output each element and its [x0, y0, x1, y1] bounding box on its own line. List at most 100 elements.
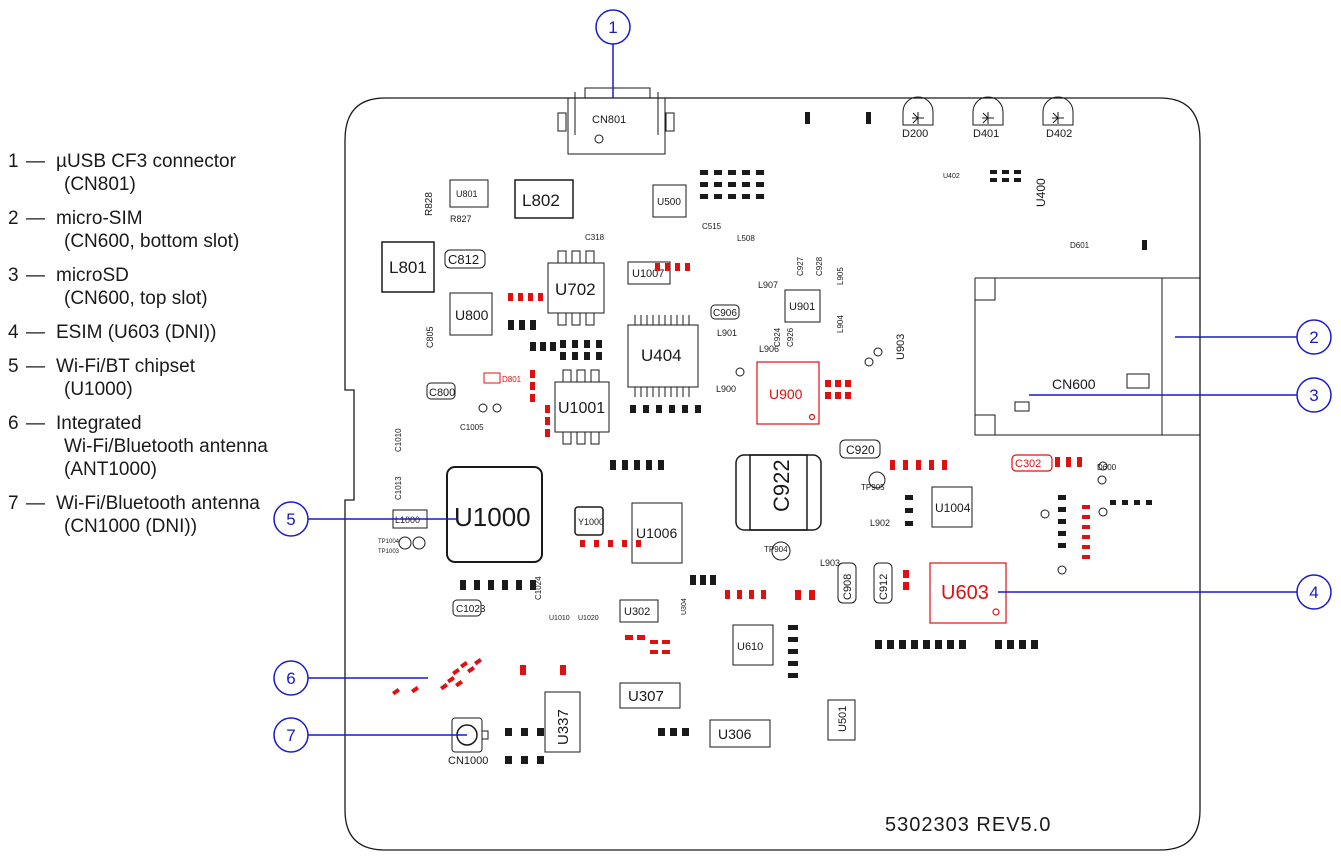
smd-pad	[474, 580, 480, 590]
sim-sd-holder-cn600	[974, 277, 1200, 436]
label-l508: L508	[737, 234, 755, 243]
smd-pad	[584, 340, 590, 348]
smd-pad	[1110, 500, 1116, 505]
callout-number-4: 4	[1309, 583, 1318, 602]
smd-pad	[903, 460, 908, 470]
legend-line: (CN1000 (DNI))	[64, 516, 198, 537]
legend-line: (ANT1000)	[64, 459, 157, 480]
test-point	[1040, 509, 1050, 519]
callout-number-2: 2	[1309, 328, 1318, 347]
smd-pad	[584, 352, 590, 360]
label-u800: U800	[455, 307, 489, 323]
smd-pad	[700, 182, 708, 187]
smd-pad	[650, 640, 658, 644]
label-l1000: L1000	[395, 515, 420, 525]
smd-pad	[516, 580, 522, 590]
label-u337: U337	[555, 709, 572, 745]
smd-pad	[1007, 640, 1014, 649]
smd-pad	[714, 182, 722, 187]
chip-u404	[627, 324, 699, 388]
smd-pad	[1019, 640, 1026, 649]
smd-pad	[572, 352, 578, 360]
legend-line: (CN801)	[64, 174, 136, 195]
smd-pad	[1082, 515, 1090, 519]
legend-line: Integrated	[56, 413, 142, 434]
diode-d801	[483, 372, 501, 384]
smd-pad	[545, 405, 550, 413]
smd-pad	[788, 625, 798, 630]
antenna-element	[392, 687, 401, 696]
legend-line: Wi-Fi/Bluetooth antenna	[56, 493, 260, 514]
test-point	[492, 403, 502, 413]
label-c1024: C1024	[534, 576, 543, 600]
smd-pad	[890, 460, 895, 470]
label-l904: L904	[836, 315, 845, 333]
antenna-element	[460, 660, 469, 669]
legend-dash: —	[26, 208, 45, 229]
smd-pad	[508, 293, 513, 301]
legend-number: 2	[8, 208, 19, 229]
smd-pad	[560, 340, 566, 348]
smd-pad	[728, 170, 736, 175]
smd-pad	[905, 521, 913, 526]
label-u610: U610	[737, 641, 763, 653]
antenna-element	[440, 682, 449, 691]
smd-pad	[596, 340, 602, 348]
legend: 1—µUSB CF3 connector(CN801)2—micro-SIM(C…	[8, 150, 338, 549]
smd-pad	[756, 194, 764, 199]
smd-pad	[488, 580, 494, 590]
smd-pad	[508, 320, 514, 330]
smd-pad	[929, 460, 934, 470]
label-u1004: U1004	[935, 501, 971, 515]
smd-pad	[947, 640, 954, 649]
legend-number: 6	[8, 413, 19, 434]
smd-pad	[905, 495, 913, 500]
smd-pad	[505, 728, 512, 736]
legend-dash: —	[26, 322, 45, 343]
led-d200	[902, 96, 934, 126]
chip-u1006	[631, 502, 683, 564]
test-point	[864, 357, 874, 367]
label-r828: R828	[424, 192, 435, 216]
callout-circle-7	[273, 717, 309, 753]
label-c800: C800	[429, 387, 455, 399]
led-d402	[1042, 96, 1074, 126]
smd-pad	[560, 665, 566, 675]
legend-line: Wi-Fi/Bluetooth antenna	[64, 436, 268, 457]
legend-dash: —	[26, 151, 45, 172]
label-cn1000: CN1000	[448, 755, 488, 767]
label-c1010: C1010	[394, 428, 403, 452]
label-c1013: C1013	[394, 476, 403, 500]
smd-pad	[742, 170, 750, 175]
label-c812: C812	[448, 252, 479, 267]
legend-number: 1	[8, 151, 19, 172]
smd-pad	[608, 540, 613, 547]
callout-circle-2	[1296, 319, 1332, 355]
cap-c920	[839, 439, 881, 459]
led-d401	[972, 96, 1004, 126]
smd-pad	[505, 756, 512, 764]
label-u801: U801	[456, 189, 478, 199]
smd-pad	[903, 582, 909, 590]
smd-pad	[700, 194, 708, 199]
chip-u500	[652, 184, 687, 218]
chip-u1007	[627, 261, 671, 285]
test-point	[1098, 461, 1108, 471]
smd-pad	[905, 508, 913, 513]
label-d200: D200	[902, 128, 928, 140]
usb-connector-cn801	[557, 87, 675, 155]
legend-text: Wi-Fi/Bluetooth antenna(CN1000 (DNI))	[56, 492, 338, 538]
inductor-l802	[514, 179, 574, 219]
smd-pad	[1002, 170, 1009, 174]
smd-pad	[1077, 457, 1082, 467]
smd-pad	[825, 380, 831, 387]
chip-u306	[709, 719, 771, 748]
smd-pad	[538, 293, 543, 301]
smd-pad	[1002, 178, 1009, 182]
label-c906: C906	[713, 308, 737, 319]
smd-pad	[1082, 535, 1090, 539]
label-tp1004: TP1004	[378, 539, 400, 545]
antenna-element	[451, 667, 461, 676]
smd-pad	[1058, 507, 1066, 512]
smd-pad	[1082, 555, 1090, 559]
